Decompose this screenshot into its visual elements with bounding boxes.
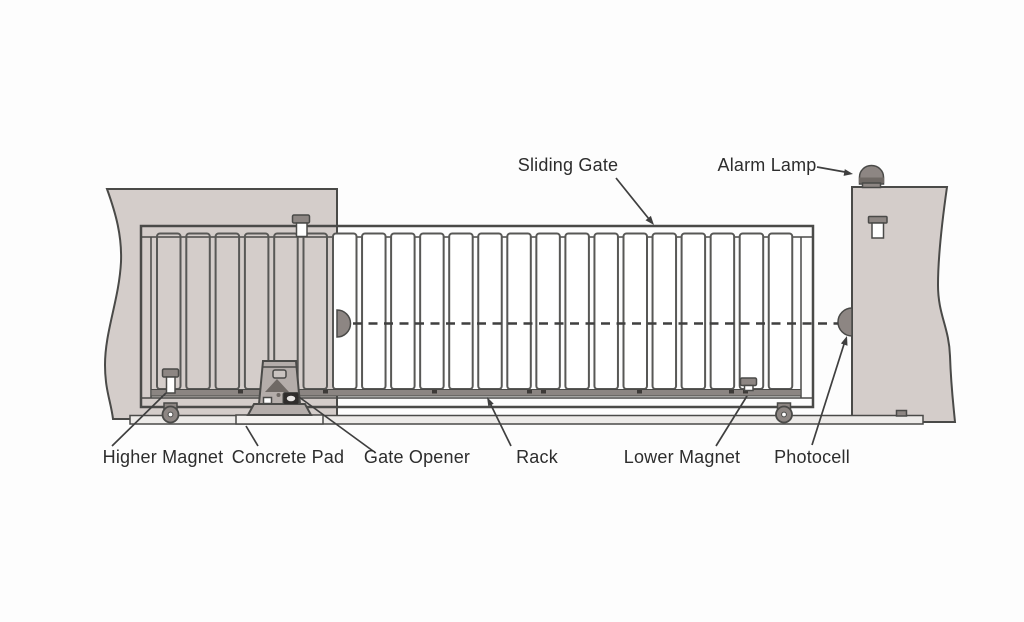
lower-magnet-icon <box>739 377 758 392</box>
label-lower-magnet: Lower Magnet <box>623 447 741 467</box>
label-gate-opener: Gate Opener <box>363 447 471 467</box>
rack-bolts <box>238 390 748 394</box>
label-concrete-pad: Concrete Pad <box>231 447 345 467</box>
rack-bolt <box>323 390 328 394</box>
gate-opener-motor <box>246 360 313 416</box>
right-roller-wheel <box>775 402 793 424</box>
alarm-lamp-icon <box>858 164 885 189</box>
leader-concrete-pad <box>245 425 259 447</box>
right-photocell-icon <box>837 307 853 337</box>
gate-bar <box>651 232 678 390</box>
leader-gate-opener <box>298 396 374 452</box>
higher-magnet-icon <box>161 368 180 394</box>
rack-bolt <box>432 390 437 394</box>
rack-bolt <box>743 390 748 394</box>
left-photocell-icon <box>336 309 352 338</box>
gate-bar <box>709 232 736 390</box>
gate-frame <box>139 224 815 409</box>
left-roller-wheel <box>161 402 180 424</box>
gate-bar <box>767 232 794 390</box>
arrowhead-photocell <box>840 336 848 346</box>
gate-bar <box>535 232 561 390</box>
rack-bar <box>150 389 802 397</box>
label-photocell: Photocell <box>774 447 850 467</box>
arrowhead-rack <box>487 397 494 407</box>
arrowhead-alarm-lamp <box>843 169 853 176</box>
leader-sliding-gate <box>615 177 650 220</box>
top-guide-roller <box>291 214 311 238</box>
rack-bolt <box>541 390 546 394</box>
leader-higher-magnet <box>111 392 167 447</box>
rack-bolt <box>637 390 642 394</box>
arrowhead-sliding-gate <box>645 215 654 225</box>
ground-track <box>129 414 924 425</box>
gate-bar <box>477 232 503 390</box>
gate-bar <box>738 232 765 390</box>
right-pillar <box>851 186 957 423</box>
leader-alarm-lamp <box>816 166 846 173</box>
label-rack: Rack <box>516 447 558 467</box>
leader-lower-magnet <box>715 395 748 447</box>
track-end-bracket <box>895 409 908 417</box>
label-sliding-gate: Sliding Gate <box>517 155 619 175</box>
leader-rack <box>488 400 512 447</box>
rack-bolt <box>729 390 734 394</box>
pillar-junction-box <box>867 215 888 239</box>
gate-bar <box>680 232 707 390</box>
label-alarm-lamp: Alarm Lamp <box>717 155 817 175</box>
leader-photocell <box>811 340 846 446</box>
gate-bar <box>448 232 474 390</box>
gate-bar <box>390 232 416 390</box>
rack-bolt <box>527 390 532 394</box>
concrete-pad-shape <box>235 414 324 425</box>
gate-bar <box>419 232 445 390</box>
gate-bar <box>564 232 590 390</box>
label-higher-magnet: Higher Magnet <box>102 447 224 467</box>
gate-bar <box>622 232 648 390</box>
gate-bar <box>506 232 532 390</box>
rack-bolt <box>238 390 243 394</box>
gate-bar <box>361 232 387 390</box>
gate-bar <box>593 232 619 390</box>
